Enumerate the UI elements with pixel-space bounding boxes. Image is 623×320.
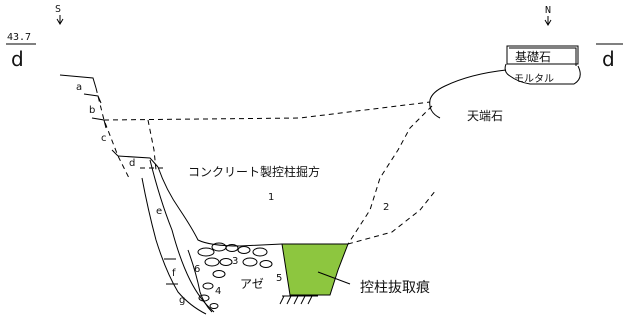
mortar-outline xyxy=(504,63,581,85)
region-label-1: 1 xyxy=(268,192,274,203)
post-trace-leader xyxy=(317,271,351,285)
layer-a-boundary xyxy=(83,93,102,104)
datum-right-label: d xyxy=(602,47,615,71)
layer-label-b: b xyxy=(89,105,95,116)
foundation-stone xyxy=(506,45,579,66)
layer-label-c: c xyxy=(101,133,107,144)
region-label-5: 5 xyxy=(276,273,282,284)
cut-profile-solid xyxy=(157,166,283,247)
mortar-label: モルタル xyxy=(514,73,554,85)
region-label-2: 2 xyxy=(383,202,389,213)
layer-g-line xyxy=(187,249,213,313)
region-label-4: 4 xyxy=(215,286,221,297)
region-label-3: 3 xyxy=(232,256,238,267)
foundation-stone-label: 基礎石 xyxy=(515,50,551,64)
top-stone-outline xyxy=(429,69,507,119)
layer-edge-dashed-left xyxy=(95,87,131,181)
region-2-boundary xyxy=(347,189,437,245)
layer-label-d: d xyxy=(129,158,135,169)
cut-outline-left xyxy=(147,119,157,171)
south-arrow-icon xyxy=(56,15,64,25)
north-arrow-icon xyxy=(544,16,552,26)
ground-profile-left xyxy=(59,74,97,89)
layer-e-line xyxy=(149,159,215,313)
gravel-stones xyxy=(197,242,273,309)
azebi-label: アゼ xyxy=(240,277,264,291)
layer-label-g: g xyxy=(179,295,185,306)
region-label-6: 6 xyxy=(194,264,200,275)
cut-label: コンクリート製控柱掘方 xyxy=(188,164,320,179)
top-stone-label: 天端石 xyxy=(467,109,503,123)
datum-left-label: d xyxy=(11,47,24,71)
base-hatch xyxy=(279,295,318,305)
layer-label-f: f xyxy=(172,268,176,279)
post-trace-label: 控柱抜取痕 xyxy=(360,280,430,296)
layer-label-e: e xyxy=(156,206,162,217)
layer-b-boundary xyxy=(91,117,107,129)
layer-f-line xyxy=(141,177,207,315)
elevation-label: 43.7 xyxy=(7,32,31,43)
north-label: N xyxy=(545,5,551,16)
layer-c-boundary xyxy=(111,149,119,157)
reference-line-dashed xyxy=(103,101,431,121)
layer-label-a: a xyxy=(76,82,82,93)
layer-d-boundary xyxy=(117,155,159,168)
south-label: S xyxy=(55,4,61,15)
post-trace-fill xyxy=(281,243,349,296)
cut-outline-right xyxy=(347,105,433,245)
